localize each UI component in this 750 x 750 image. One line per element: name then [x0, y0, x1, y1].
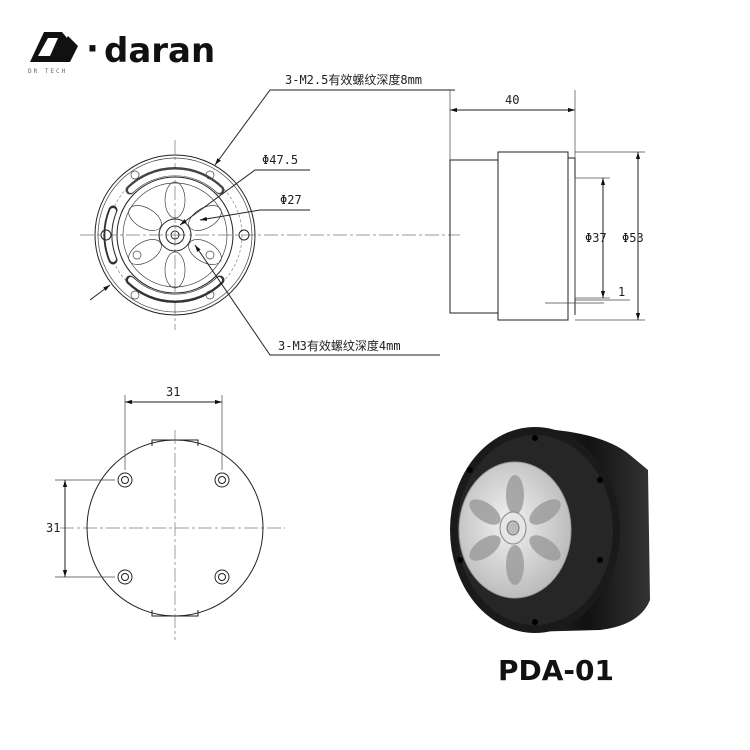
company-logo: · daran DR TECH	[28, 29, 215, 75]
dimension-diameter-53: Φ53	[622, 231, 644, 245]
logo-brand: daran	[104, 31, 215, 71]
logo-separator: ·	[86, 29, 99, 69]
callout-bottom-thread: 3-M3有效螺纹深度4mm	[278, 338, 401, 353]
front-view: 3-M2.5有效螺纹深度8mm Φ47.5 Φ27 3-M3有效螺纹深度4mm	[80, 72, 460, 356]
dimension-length-40: 40	[505, 93, 519, 107]
callout-top-thread: 3-M2.5有效螺纹深度8mm	[285, 72, 422, 87]
logo-subtext: DR TECH	[28, 68, 67, 75]
rear-view: 31 31	[46, 385, 285, 640]
mounting-holes	[117, 472, 230, 585]
dimension-diameter-27: Φ27	[280, 193, 302, 207]
dimension-hole-spacing-y: 31	[46, 521, 60, 535]
dimension-hole-spacing-x: 31	[166, 385, 180, 399]
product-model-label: PDA-01	[498, 654, 614, 687]
product-render: PDA-01	[450, 427, 650, 687]
dimension-step-1: 1	[618, 285, 625, 299]
dimension-diameter-37: Φ37	[585, 231, 607, 245]
dimension-diameter-47-5: Φ47.5	[262, 153, 298, 167]
side-view: 40 Φ37 Φ53 1	[449, 90, 645, 321]
